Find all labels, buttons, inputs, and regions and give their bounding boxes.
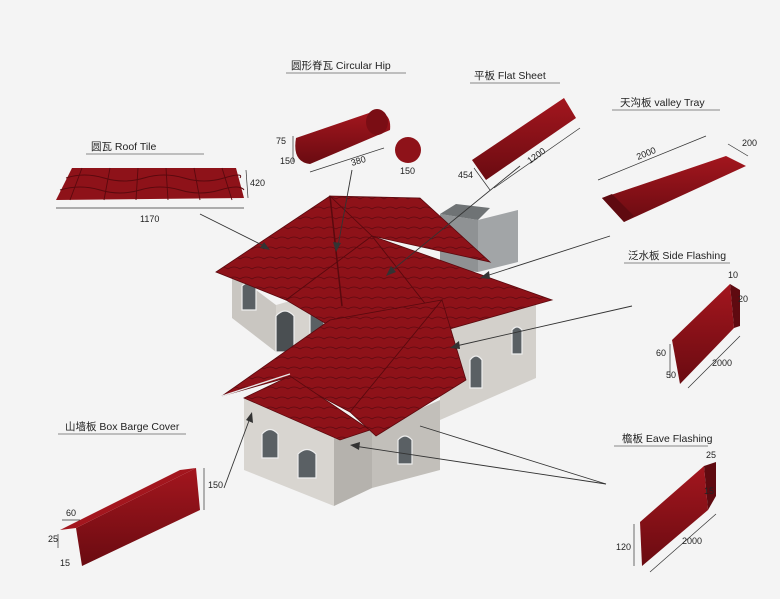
- valley-tray-fold: [602, 194, 634, 222]
- circular-hip-component: 圆形脊瓦 Circular Hip 75 150 380 150: [276, 59, 421, 176]
- window-side-1: [397, 435, 413, 465]
- door-back: [275, 310, 295, 353]
- svg-text:120: 120: [616, 542, 631, 552]
- valley-tray-shape: [602, 156, 746, 222]
- box-barge-label: 山墙板 Box Barge Cover: [65, 420, 180, 433]
- svg-text:200: 200: [742, 138, 757, 148]
- svg-text:10: 10: [728, 270, 738, 280]
- window-right-1: [469, 355, 483, 389]
- chimney-top: [440, 204, 490, 220]
- svg-text:150: 150: [208, 480, 223, 490]
- svg-text:1170: 1170: [140, 214, 159, 224]
- window-front-1: [261, 428, 279, 459]
- svg-text:15: 15: [704, 486, 714, 496]
- svg-text:75: 75: [276, 136, 286, 146]
- circular-hip-label: 圆形脊瓦 Circular Hip: [291, 59, 391, 72]
- svg-text:150: 150: [400, 166, 415, 176]
- circular-hip-section: [395, 137, 421, 163]
- side-flashing-shape: [672, 284, 734, 384]
- flat-sheet-label: 平板 Flat Sheet: [474, 69, 546, 82]
- box-barge-shape: [76, 468, 200, 566]
- svg-text:50: 50: [666, 370, 676, 380]
- flat-sheet-component: 平板 Flat Sheet 454 1200: [458, 69, 581, 191]
- back-roof-right: [328, 195, 492, 263]
- main-roof-right: [370, 235, 554, 331]
- roof-tile-label: 圆瓦 Roof Tile: [91, 141, 157, 153]
- valley-tray-component: 天沟板 valley Tray 2000 200: [597, 96, 757, 222]
- front-gable-roof: [243, 375, 371, 441]
- eave-flashing-top: [704, 462, 716, 510]
- svg-text:2000: 2000: [635, 145, 657, 162]
- svg-text:380: 380: [350, 154, 367, 168]
- svg-text:15: 15: [60, 558, 70, 568]
- window-right-2: [511, 326, 523, 355]
- svg-text:25: 25: [706, 450, 716, 460]
- chimney-side: [478, 210, 518, 272]
- flat-sheet-shape: [472, 98, 576, 180]
- circular-hip-end: [366, 109, 388, 135]
- roof-tile-component: 圆瓦 Roof Tile 420 1170: [56, 141, 265, 224]
- eave-flashing-shape: [640, 466, 708, 566]
- barge-edge: [221, 373, 291, 397]
- svg-text:20: 20: [738, 294, 748, 304]
- box-barge-component: 山墙板 Box Barge Cover 60 25 15 150: [48, 420, 223, 568]
- side-flashing-component: 泛水板 Side Flashing 10 20 60 50 2000: [624, 249, 748, 389]
- window-front-2: [297, 448, 317, 479]
- valley-tray-label: 天沟板 valley Tray: [620, 96, 705, 109]
- front-roof-right: [349, 299, 467, 437]
- svg-text:454: 454: [458, 170, 473, 180]
- side-flashing-label: 泛水板 Side Flashing: [628, 249, 726, 262]
- side-flashing-lip: [730, 284, 740, 328]
- box-barge-top: [60, 468, 196, 530]
- svg-text:2000: 2000: [682, 536, 702, 546]
- svg-text:150: 150: [280, 156, 295, 166]
- house-illustration: [215, 195, 554, 506]
- svg-text:25: 25: [48, 534, 58, 544]
- roof-tile-shape: [56, 168, 244, 200]
- svg-text:60: 60: [66, 508, 76, 518]
- leader-lines: [199, 165, 633, 489]
- svg-text:420: 420: [250, 178, 265, 188]
- eave-flashing-label: 檐板 Eave Flashing: [622, 432, 713, 445]
- eave-flashing-component: 檐板 Eave Flashing 25 15 120 2000: [614, 432, 717, 573]
- svg-text:2000: 2000: [712, 358, 732, 368]
- svg-text:60: 60: [656, 348, 666, 358]
